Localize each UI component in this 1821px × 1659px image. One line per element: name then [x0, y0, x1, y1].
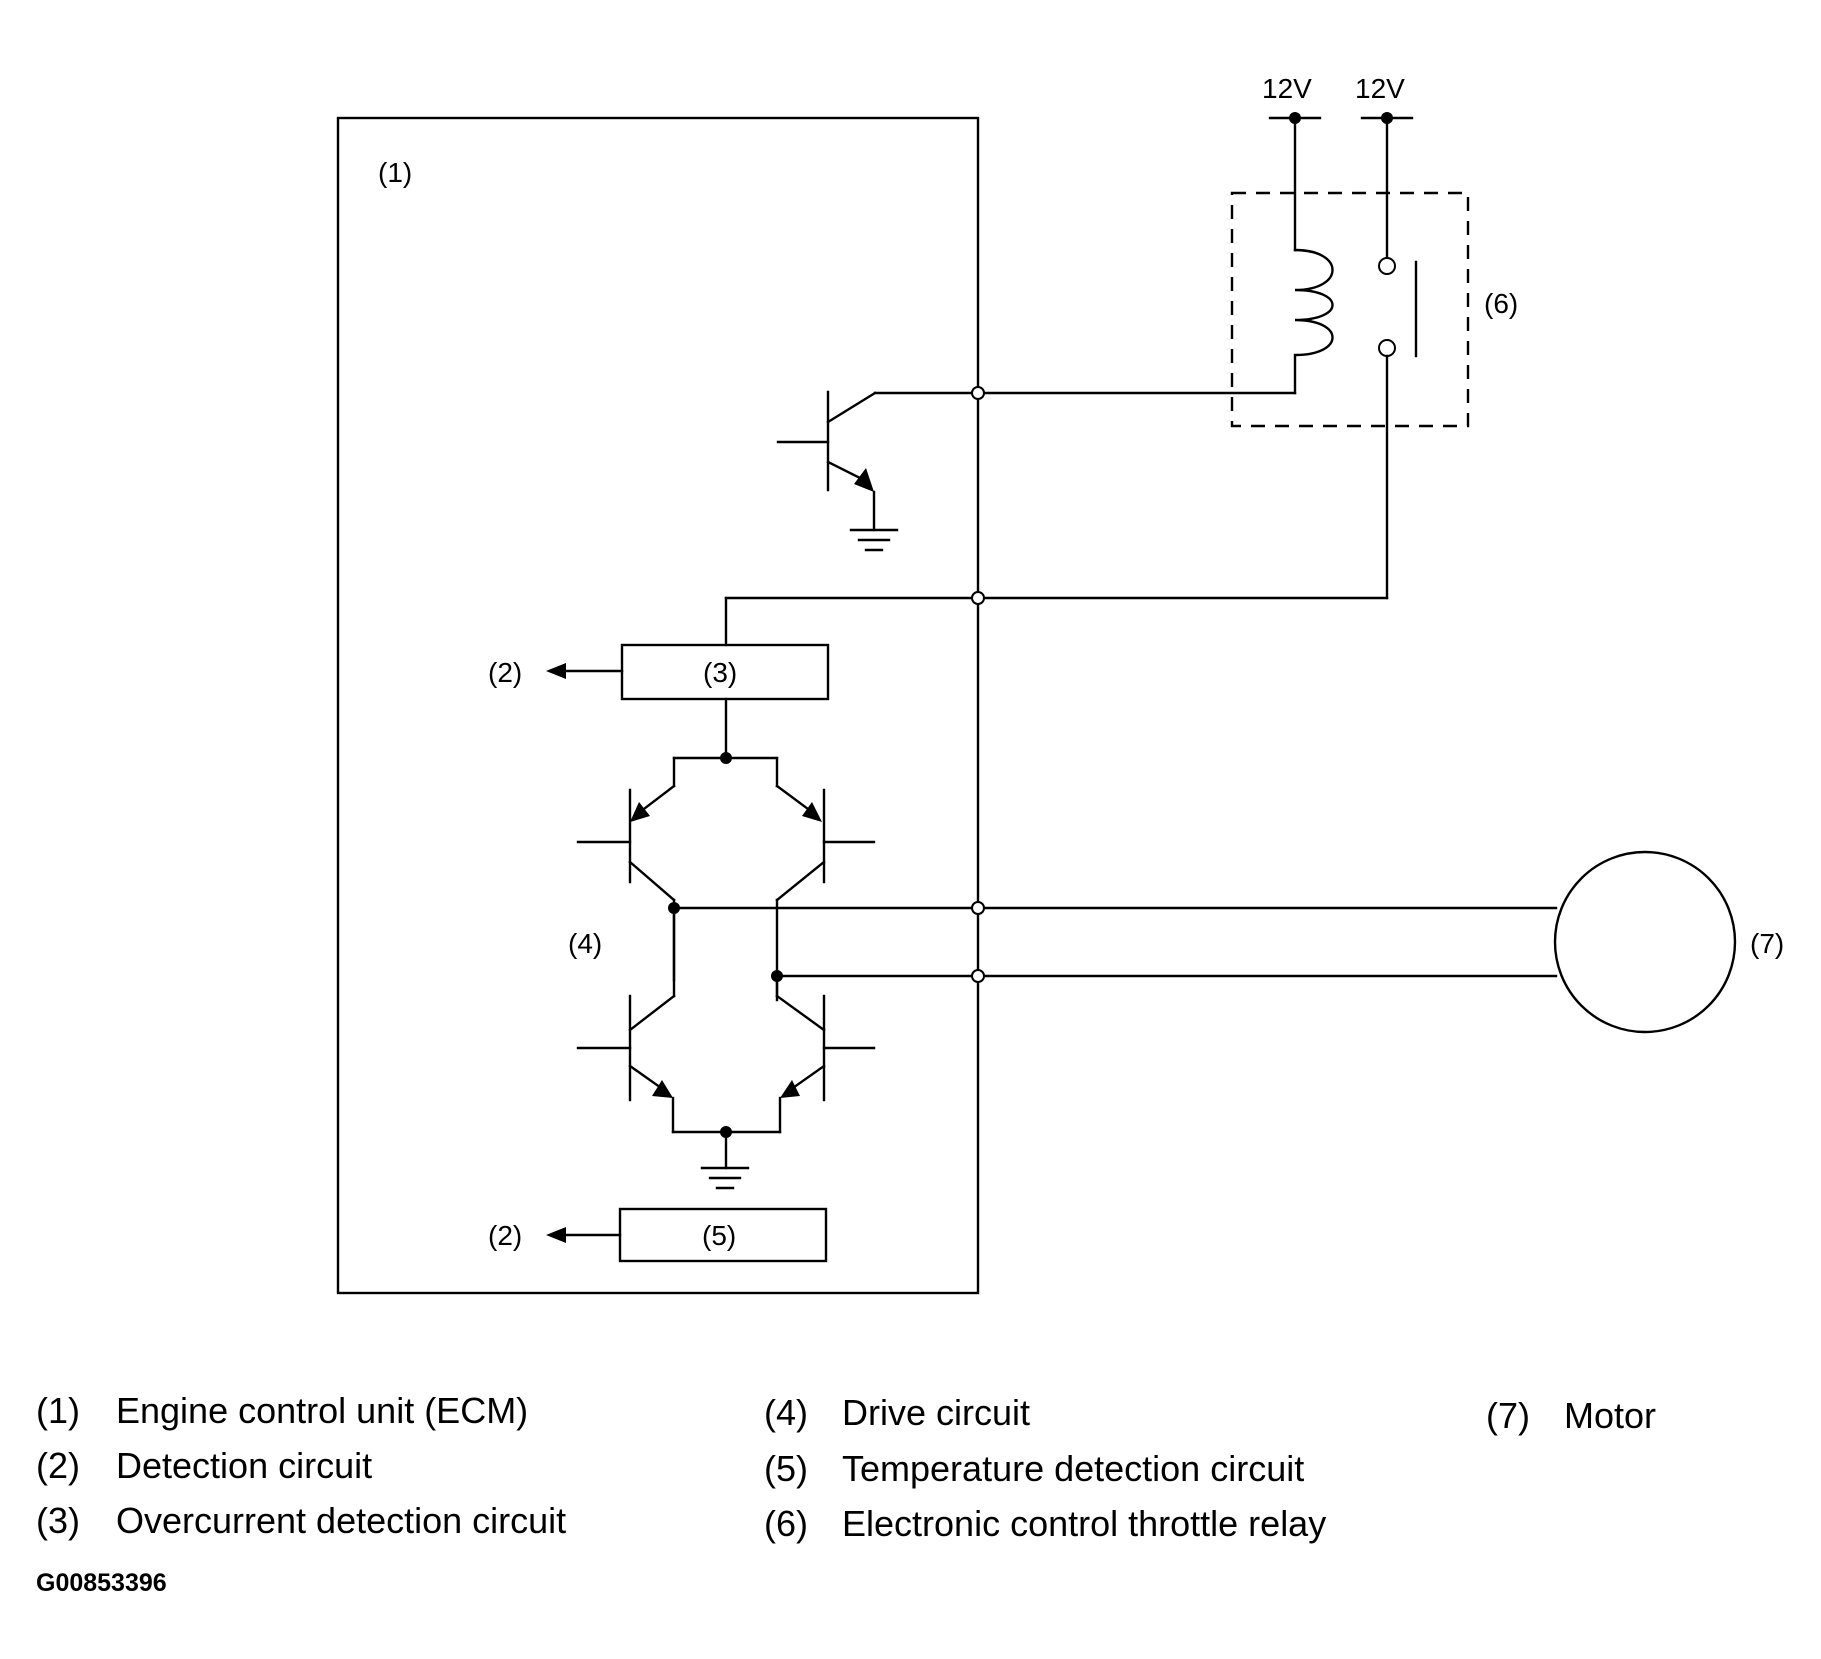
- legend-num-6: (6): [764, 1503, 808, 1544]
- ecm-label: (1): [378, 157, 412, 188]
- legend-num-7: (7): [1486, 1395, 1530, 1436]
- ecm-terminal-motor-b: [971, 969, 985, 983]
- figure-code: G00853396: [36, 1569, 167, 1597]
- legend-text-2: Detection circuit: [116, 1445, 372, 1486]
- supply-left: [1268, 112, 1322, 252]
- legend: (1) Engine control unit (ECM) (2) Detect…: [36, 1390, 1656, 1544]
- supply-right: [1360, 112, 1414, 260]
- h-bridge-drive: [576, 756, 876, 1134]
- ecm-terminal-motor-a: [971, 901, 985, 915]
- legend-num-4: (4): [764, 1392, 808, 1433]
- legend-num-1: (1): [36, 1390, 80, 1431]
- legend-text-5: Temperature detection circuit: [842, 1448, 1304, 1489]
- relay-outline: [1230, 191, 1470, 428]
- relay-contact-top: [1378, 257, 1396, 275]
- relay-label: (6): [1484, 288, 1518, 319]
- detection-label-bottom: (2): [488, 1220, 522, 1251]
- ecm-box: [336, 116, 980, 1295]
- ground-symbol-bridge: [700, 1166, 750, 1190]
- relay-coil: [1293, 248, 1334, 395]
- relay-driver-transistor: [776, 390, 877, 532]
- ecm-terminal-relay-coil: [971, 386, 985, 400]
- legend-text-3: Overcurrent detection circuit: [116, 1500, 566, 1541]
- overcurrent-label: (3): [703, 657, 737, 688]
- legend-text-6: Electronic control throttle relay: [842, 1503, 1326, 1544]
- supply-label-left: 12V: [1262, 73, 1312, 104]
- legend-num-3: (3): [36, 1500, 80, 1541]
- drive-label: (4): [568, 928, 602, 959]
- ground-symbol-top: [849, 528, 899, 552]
- relay-contact-bottom: [1378, 339, 1396, 357]
- legend-text-7: Motor: [1564, 1395, 1656, 1436]
- legend-text-1: Engine control unit (ECM): [116, 1390, 528, 1431]
- arrow-to-detection-bottom: [546, 1227, 566, 1243]
- arrow-to-detection-top: [546, 663, 566, 679]
- legend-num-5: (5): [764, 1448, 808, 1489]
- detection-label-top: (2): [488, 657, 522, 688]
- legend-num-2: (2): [36, 1445, 80, 1486]
- motor-symbol: [1553, 850, 1737, 1034]
- motor-label: (7): [1750, 928, 1784, 959]
- supply-label-right: 12V: [1355, 73, 1405, 104]
- ecm-terminal-relay-contact: [971, 591, 985, 605]
- temperature-label: (5): [702, 1220, 736, 1251]
- legend-text-4: Drive circuit: [842, 1392, 1030, 1433]
